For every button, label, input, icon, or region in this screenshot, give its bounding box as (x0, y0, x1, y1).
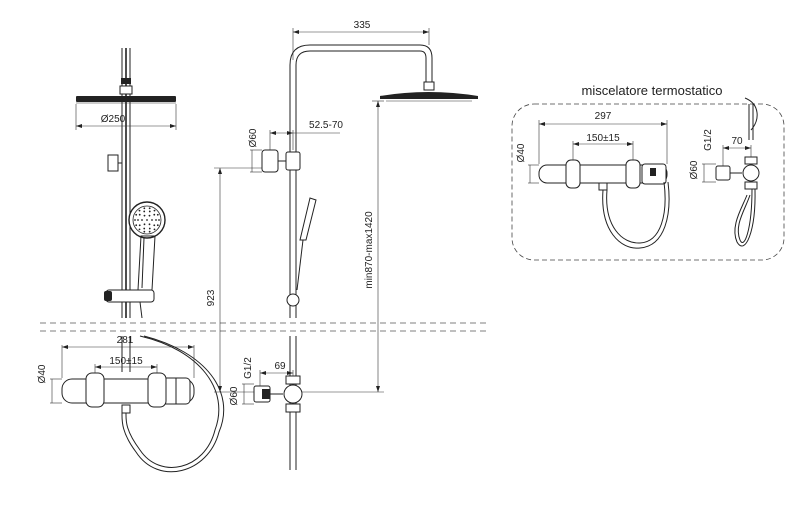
side-view: 335 52.5-70 Ø60 min870-max1420 923 (206, 20, 478, 393)
front-mixer: 281 150±15 Ø40 (37, 335, 225, 473)
mixer-diameter-label: Ø40 (37, 364, 48, 383)
side-depth-label: 69 (274, 361, 286, 372)
hand-shower-nozzles (134, 207, 160, 233)
mixer-width-label: 281 (117, 335, 134, 346)
mixer-height-label: 923 (206, 289, 217, 306)
side-thread-label: G1/2 (243, 357, 254, 379)
height-range-label: min870-max1420 (364, 211, 375, 289)
side-mixer: 69 G1/2 Ø60 (229, 336, 303, 470)
inset-diameter-label: Ø40 (516, 143, 527, 162)
inset-centers-label: 150±15 (586, 133, 620, 144)
mixer-centers-label: 150±15 (109, 356, 143, 367)
bracket-diameter-label: Ø60 (248, 128, 259, 147)
arm-length-label: 335 (354, 20, 371, 31)
inset-title: miscelatore termostatico (582, 83, 723, 98)
inset-side-thread-label: G1/2 (703, 129, 714, 151)
head-diameter-label: Ø250 (101, 114, 126, 125)
front-view: Ø250 (75, 48, 177, 319)
inset-width-label: 297 (595, 111, 612, 122)
thermostatic-mixer-inset: miscelatore termostatico 297 150±15 Ø40 (511, 83, 785, 261)
inset-side-depth-label: 70 (731, 136, 743, 147)
inset-side-diameter-label: Ø60 (689, 160, 700, 179)
side-diameter-label: Ø60 (229, 386, 240, 405)
bracket-offset-label: 52.5-70 (309, 120, 343, 131)
